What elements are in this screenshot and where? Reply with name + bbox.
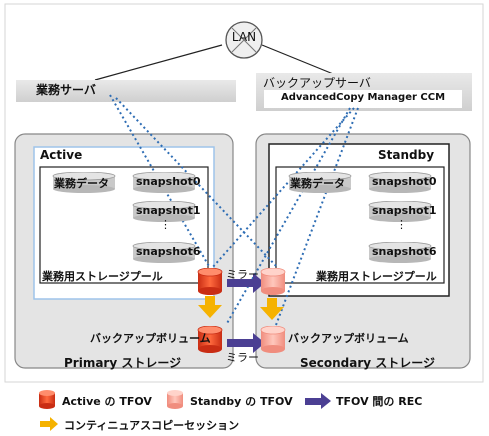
primary-snapshot1-label: snapshot1 <box>136 204 201 217</box>
legend-active-tfov-label: Active の TFOV <box>62 395 152 408</box>
legend-rec-label: TFOV 間の REC <box>336 395 423 408</box>
legend-shapes <box>40 393 331 431</box>
secondary-snapshot-ellipsis: ⋮ <box>396 218 407 231</box>
standby-label: Standby <box>378 148 435 162</box>
outer-frame <box>4 3 484 383</box>
legend-active-tfov-icon <box>38 390 56 414</box>
secondary-standby-tfov-icon <box>260 267 286 300</box>
secondary-backup-volume-label: バックアップボリューム <box>288 332 409 345</box>
business-server-box <box>16 80 236 102</box>
secondary-snapshot6-label: snapshot6 <box>372 245 437 258</box>
lan-link-business <box>94 44 223 81</box>
primary-snapshot0-label: snapshot0 <box>136 175 201 188</box>
dotted-links <box>109 94 359 326</box>
primary-backup-volume-label: バックアップボリューム <box>90 332 211 345</box>
business-server-label: 業務サーバ <box>36 83 96 97</box>
legend-standby-tfov-label: Standby の TFOV <box>190 395 293 408</box>
primary-backup-tfov-icon <box>197 325 223 358</box>
secondary-storage-label: Secondary ストレージ <box>300 356 436 370</box>
primary-business-data-label: 業務データ <box>54 177 109 190</box>
backup-software-box <box>264 90 462 108</box>
active-label: Active <box>40 148 83 162</box>
secondary-snapshot1-label: snapshot1 <box>372 204 437 217</box>
lan-label: LAN <box>231 30 257 44</box>
mirror-label-bottom: ミラー <box>226 351 259 364</box>
secondary-snapshot0-label: snapshot0 <box>372 175 437 188</box>
primary-active-tfov-icon <box>197 267 223 300</box>
lan-globe-icon <box>224 20 264 60</box>
secondary-backup-tfov-icon <box>260 325 286 358</box>
mirror-arrows <box>227 273 265 353</box>
copy-arrows <box>198 296 284 320</box>
primary-storage-label: Primary ストレージ <box>64 356 182 370</box>
primary-pool-label: 業務用ストレージプール <box>42 270 163 283</box>
primary-snapshot-ellipsis: ⋮ <box>160 218 171 231</box>
secondary-pool-label: 業務用ストレージプール <box>316 270 437 283</box>
secondary-business-data-label: 業務データ <box>290 177 345 190</box>
legend-standby-tfov-icon <box>166 390 184 414</box>
legend-copy-label: コンティニュアスコピーセッション <box>64 419 240 432</box>
backup-software-label: AdvancedCopy Manager CCM <box>280 92 446 103</box>
primary-snapshot6-label: snapshot6 <box>136 245 201 258</box>
backup-server-label: バックアップサーバ <box>263 76 371 90</box>
mirror-label-top: ミラー <box>226 268 259 281</box>
